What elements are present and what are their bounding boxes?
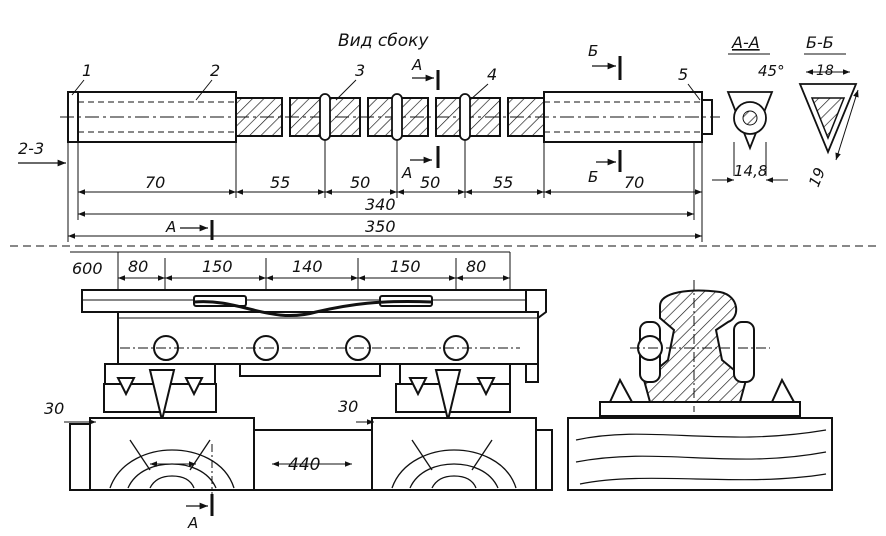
part-labels: 1 2 3 4 5 2-3 [18,61,701,167]
svg-text:30: 30 [338,397,358,416]
svg-text:350: 350 [365,217,396,236]
svg-text:А-А: А-А [731,33,760,52]
section-marker-a-bottom: А [186,444,214,532]
section-marker-a-mid: А [165,218,214,240]
svg-text:А: А [401,164,412,182]
svg-text:140: 140 [292,257,323,276]
svg-text:70: 70 [145,173,165,192]
svg-text:80: 80 [466,257,486,276]
svg-text:А: А [187,514,198,532]
svg-text:55: 55 [270,173,290,192]
svg-text:2-3: 2-3 [18,139,44,158]
thread-lines [60,101,720,133]
svg-text:340: 340 [365,195,396,214]
section-a-a: А-А 14,8 [712,33,788,183]
svg-text:А: А [165,218,176,236]
svg-text:2: 2 [210,61,220,80]
svg-text:3: 3 [355,61,365,80]
svg-text:150: 150 [390,257,421,276]
svg-text:70: 70 [624,173,644,192]
svg-text:150: 150 [202,257,233,276]
svg-text:50: 50 [350,173,370,192]
svg-text:Б-Б: Б-Б [806,33,834,52]
svg-text:30: 30 [44,399,64,418]
svg-text:50: 50 [420,173,440,192]
dimension-lines-top [67,140,703,242]
dimension-values-top: 70 55 50 50 55 70 340 350 [145,173,644,236]
svg-text:55: 55 [493,173,513,192]
svg-text:Б: Б [588,42,598,60]
svg-text:45°: 45° [758,62,785,80]
svg-text:440: 440 [288,455,320,475]
svg-text:4: 4 [487,65,497,84]
svg-text:18: 18 [816,63,834,79]
dimension-values-sleepers: 30 30 440 [44,397,374,475]
side-view-title: Вид сбоку [338,31,429,51]
svg-text:600: 600 [72,259,103,278]
svg-text:14,8: 14,8 [734,162,767,180]
clamps [103,369,511,421]
end-section-view [567,280,833,491]
rail-pads [193,295,433,317]
bolts [120,335,520,361]
svg-text:5: 5 [678,65,688,84]
wood-grain [109,439,517,489]
svg-text:19: 19 [805,165,829,189]
section-marker-b-top: Б Б [588,42,622,186]
svg-text:Б: Б [588,168,598,186]
svg-text:А: А [411,56,422,74]
section-b-b: Б-Б 45° 18 19 [758,33,859,189]
section-marker-a-top: А А [401,56,440,182]
svg-text:80: 80 [128,257,148,276]
svg-text:1: 1 [82,61,92,80]
dimension-values-bottom: 600 80 150 140 150 80 [72,257,486,278]
sleepers [69,417,553,491]
